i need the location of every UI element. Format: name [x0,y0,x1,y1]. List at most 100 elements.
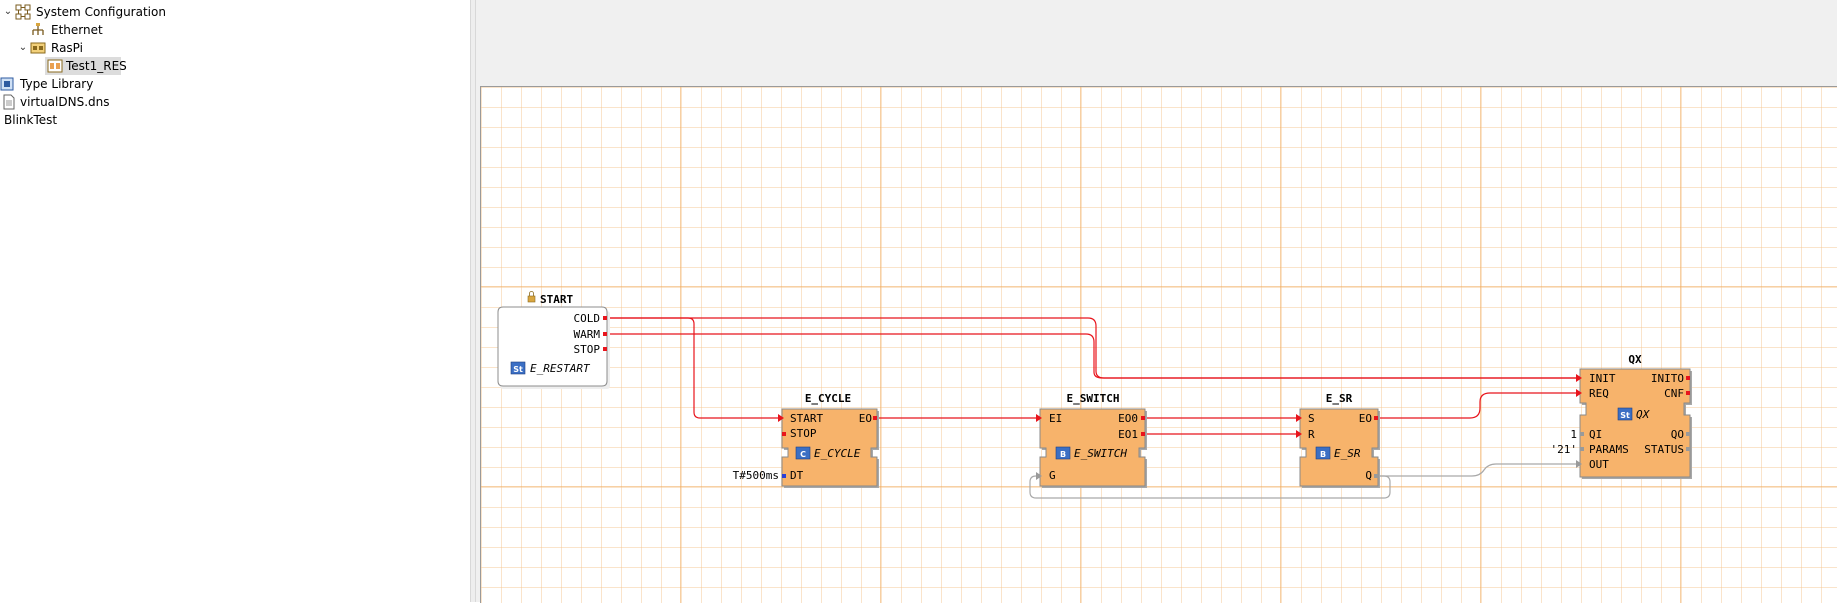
pin-label-qo: QO [1671,428,1684,441]
data-pin-q[interactable] [1374,474,1378,478]
fb-type-name: E_SWITCH [1074,447,1127,460]
panel-splitter[interactable] [470,0,476,602]
event-pin-init[interactable] [1576,374,1582,382]
chevron-down-icon[interactable]: ⌄ [18,42,28,53]
tree-item-label: BlinkTest [4,113,58,127]
fb-type-badge: C [800,450,806,459]
service-fb-type-icon: St [510,361,526,375]
event-pin-eo0[interactable] [1141,416,1145,420]
fb-type-name: E_SR [1334,447,1361,460]
data-pin-g[interactable] [1036,472,1042,480]
tree-item-raspi[interactable]: ⌄ RasPi [0,39,200,57]
pin-label-init: INIT [1589,372,1616,385]
fb-qx[interactable]: QX INIT REQ INITO CNF QI PARAMS OUT QO S… [1551,353,1693,479]
fb-e-sr[interactable]: E_SR S R EO Q B E_SR [1296,392,1380,488]
fb-e-cycle[interactable]: E_CYCLE START STOP EO DT T#500ms C E_CYC… [733,392,879,488]
event-connection-cold-start[interactable] [606,317,782,419]
tree-item-label: System Configuration [36,5,166,19]
pin-label-qi: QI [1589,428,1602,441]
tree-item-virtualdns[interactable]: virtualDNS.dns [0,93,200,111]
data-pin-qo[interactable] [1686,432,1690,436]
pin-label-eo: EO [859,412,872,425]
fb-e-switch[interactable]: E_SWITCH EI EO0 EO1 G B E_SWITCH [1036,392,1147,488]
pin-label-eo: EO [1359,412,1372,425]
event-pin-r[interactable] [1296,430,1302,438]
resource-icon [47,59,63,73]
data-pin-qi[interactable] [1580,432,1584,436]
tree-item-system-configuration[interactable]: ⌄ System Configuration [0,3,200,21]
event-pin-start[interactable] [778,414,784,422]
data-pin-dt[interactable] [782,474,786,478]
event-pin-s[interactable] [1296,414,1302,422]
fb-type-badge: B [1060,450,1066,459]
event-pin-ei[interactable] [1036,414,1042,422]
pin-label-start: START [790,412,823,425]
data-connection-q-out[interactable] [1376,463,1580,477]
pin-label-eo0: EO0 [1118,412,1138,425]
type-library-icon [0,77,14,91]
composite-fb-type-icon: C [795,446,811,460]
data-pin-out[interactable] [1576,460,1582,468]
pin-label-ei: EI [1049,412,1062,425]
service-fb-type-icon: St [1617,407,1633,421]
event-pin-eo1[interactable] [1141,432,1145,436]
pin-label-r: R [1308,428,1315,441]
pin-label-s: S [1308,412,1315,425]
tree-item-label: Type Library [20,77,94,91]
fb-instance-name: E_CYCLE [805,392,851,405]
event-pin-cnf[interactable] [1686,391,1690,395]
data-pin-params[interactable] [1580,447,1584,451]
pin-label-req: REQ [1589,387,1609,400]
diagram-canvas[interactable] [480,86,1837,603]
fb-start[interactable]: START COLD WARM STOP St E_RESTART [497,291,610,390]
pin-label-warm: WARM [574,328,601,341]
fb-instance-name: E_SR [1326,392,1353,405]
pin-label-stop: STOP [574,343,601,356]
fb-type-name: E_RESTART [530,362,591,375]
event-pin-eo[interactable] [1374,416,1378,420]
pin-label-q: Q [1365,469,1372,482]
tree-item-label: Ethernet [51,23,103,37]
pin-label-inito: INITO [1651,372,1684,385]
pin-label-stop: STOP [790,427,817,440]
event-pin-eo[interactable] [873,416,877,420]
pin-label-out: OUT [1589,458,1609,471]
tree-item-blinktest[interactable]: BlinkTest [0,111,200,129]
fb-instance-name: E_SWITCH [1067,392,1120,405]
fb-type-badge: St [513,365,523,374]
event-pin-warm[interactable] [603,332,607,336]
tree-item-label: virtualDNS.dns [20,95,110,109]
fb-type-name: E_CYCLE [814,447,861,460]
data-connection-q-g[interactable] [1029,475,1391,499]
file-icon [3,94,15,110]
event-pin-req[interactable] [1576,389,1582,397]
pin-label-params: PARAMS [1589,443,1629,456]
event-pin-stop[interactable] [782,432,786,436]
pin-label-cnf: CNF [1664,387,1684,400]
event-connection-warm-init[interactable] [606,333,1580,379]
pin-label-status: STATUS [1644,443,1684,456]
device-icon [30,42,46,54]
parameter-value-params[interactable]: '21' [1551,443,1578,456]
system-tree: ⌄ System Configuration Ethernet ⌄ RasPi [0,0,471,602]
tree-item-ethernet[interactable]: Ethernet [0,21,200,39]
event-pin-cold[interactable] [603,316,607,320]
pin-label-cold: COLD [574,312,601,325]
chevron-down-icon[interactable]: ⌄ [3,6,13,17]
ethernet-segment-icon [32,23,44,35]
system-configuration-icon [15,4,31,20]
pin-label-g: G [1049,469,1056,482]
basic-fb-type-icon: B [1055,446,1071,460]
data-pin-status[interactable] [1686,447,1690,451]
parameter-value-qi[interactable]: 1 [1570,428,1577,441]
fb-type-badge: St [1620,411,1630,420]
event-pin-stop[interactable] [603,347,607,351]
fb-type-name: QX [1636,408,1651,421]
event-connection-cold-init[interactable] [606,317,1580,379]
tree-item-test1-res[interactable]: Test1_RES [45,57,127,75]
parameter-value-dt[interactable]: T#500ms [733,469,779,482]
event-pin-inito[interactable] [1686,376,1690,380]
event-connection-eo-req[interactable] [1376,392,1580,419]
tree-item-type-library[interactable]: Type Library [0,75,200,93]
